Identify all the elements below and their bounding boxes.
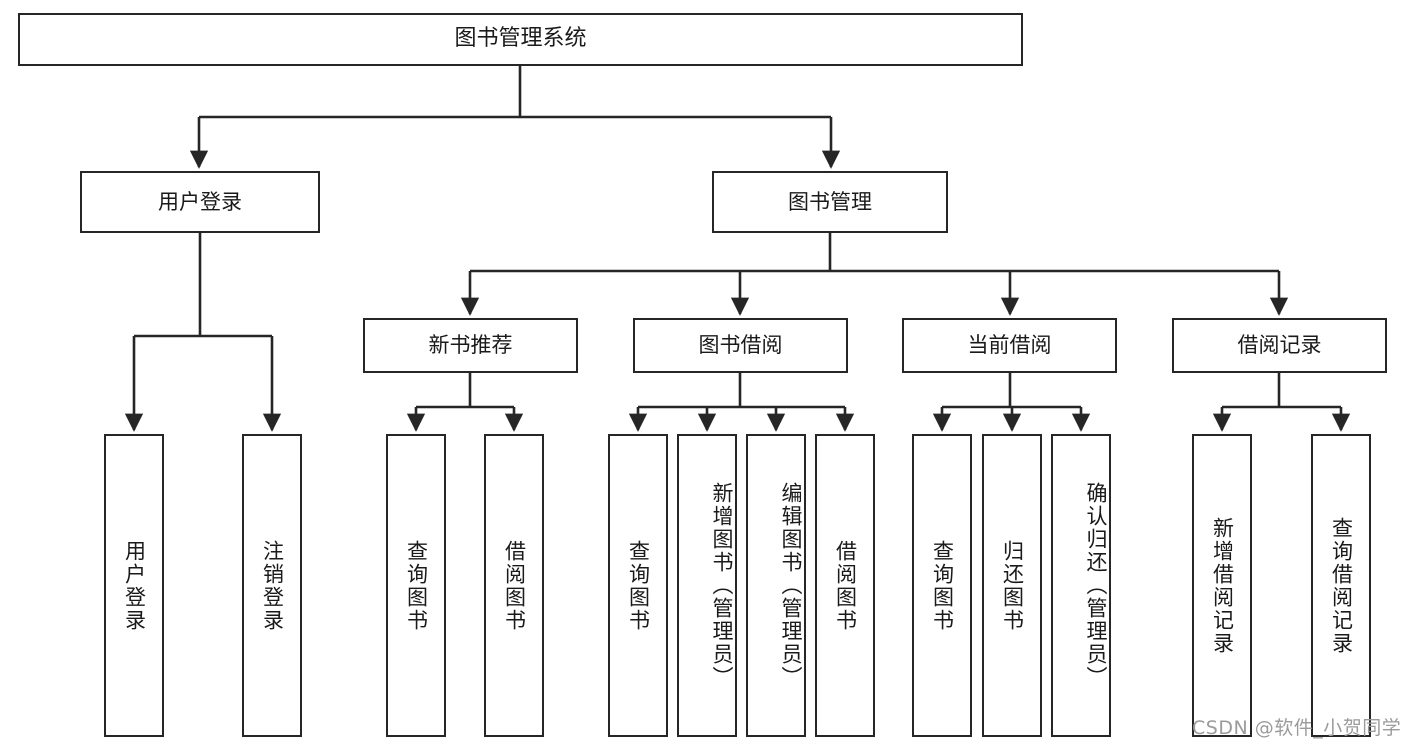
node-borrow-record[interactable]: 借阅记录 — [1172, 318, 1387, 373]
node-leaf-user-login[interactable]: 用户登录 — [104, 434, 164, 737]
node-leaf-logout[interactable]: 注销登录 — [242, 434, 302, 737]
node-leaf-add-record[interactable]: 新增借阅记录 — [1192, 434, 1252, 737]
node-leaf-query-book-3[interactable]: 查询图书 — [912, 434, 972, 737]
node-leaf-query-record-label: 查询借阅记录 — [1329, 516, 1354, 655]
node-leaf-add-book[interactable]: 新增图书（管理员） — [677, 434, 737, 737]
node-new-book-rec[interactable]: 新书推荐 — [363, 318, 578, 373]
node-book-borrow[interactable]: 图书借阅 — [633, 318, 848, 373]
node-leaf-borrow-book-2[interactable]: 借阅图书 — [815, 434, 875, 737]
node-current-borrow[interactable]: 当前借阅 — [902, 318, 1117, 373]
node-leaf-query-book-2-label: 查询图书 — [626, 539, 651, 632]
node-leaf-confirm-return-label: 确认归还（管理员） — [1084, 482, 1108, 689]
node-leaf-add-record-label: 新增借阅记录 — [1210, 516, 1235, 655]
node-leaf-return-book-label: 归还图书 — [1000, 539, 1025, 632]
node-root-label: 图书管理系统 — [454, 26, 587, 52]
node-book-manage-label: 图书管理 — [788, 189, 872, 214]
node-leaf-edit-book-label: 编辑图书（管理员） — [779, 482, 803, 689]
node-leaf-edit-book[interactable]: 编辑图书（管理员） — [746, 434, 806, 737]
node-leaf-logout-label: 注销登录 — [260, 539, 285, 632]
node-leaf-user-login-label: 用户登录 — [122, 539, 147, 632]
node-leaf-query-book-1-label: 查询图书 — [404, 539, 429, 632]
node-book-manage[interactable]: 图书管理 — [712, 171, 948, 233]
node-leaf-confirm-return[interactable]: 确认归还（管理员） — [1051, 434, 1111, 737]
node-leaf-query-book-1[interactable]: 查询图书 — [386, 434, 446, 737]
node-leaf-borrow-book-1[interactable]: 借阅图书 — [484, 434, 544, 737]
node-leaf-query-record[interactable]: 查询借阅记录 — [1311, 434, 1371, 737]
node-leaf-return-book[interactable]: 归还图书 — [982, 434, 1042, 737]
node-book-borrow-label: 图书借阅 — [698, 333, 783, 358]
node-leaf-borrow-book-2-label: 借阅图书 — [833, 539, 858, 632]
node-leaf-query-book-3-label: 查询图书 — [930, 539, 955, 632]
node-new-book-rec-label: 新书推荐 — [428, 333, 513, 358]
node-leaf-borrow-book-1-label: 借阅图书 — [502, 539, 527, 632]
node-current-borrow-label: 当前借阅 — [967, 333, 1052, 358]
node-root[interactable]: 图书管理系统 — [18, 13, 1023, 66]
node-leaf-query-book-2[interactable]: 查询图书 — [608, 434, 668, 737]
node-leaf-add-book-label: 新增图书（管理员） — [710, 482, 734, 689]
node-user-login-label: 用户登录 — [158, 189, 242, 214]
node-user-login[interactable]: 用户登录 — [80, 171, 320, 233]
node-borrow-record-label: 借阅记录 — [1237, 333, 1322, 358]
